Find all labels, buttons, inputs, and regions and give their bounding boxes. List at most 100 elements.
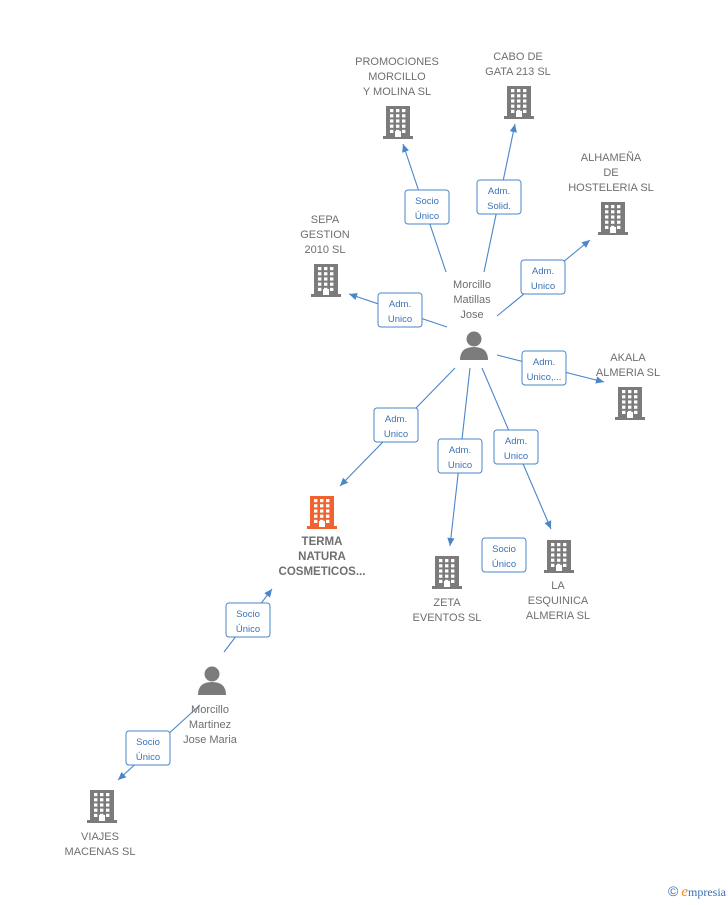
building-icon	[504, 86, 534, 119]
edge-label-box	[437, 438, 483, 474]
edge-jose-terma[interactable]: Adm. Unico	[339, 367, 456, 487]
arrow-head	[595, 376, 604, 384]
edge-jose-zeta[interactable]: Adm.Unico	[437, 367, 483, 547]
edge-label-text: Socio	[136, 737, 160, 748]
edge-label-box	[373, 407, 419, 443]
edge-label-text: Unico	[388, 314, 412, 325]
copyright-icon: ©	[668, 883, 679, 899]
building-icon	[432, 556, 462, 589]
edge-jose-esquinica[interactable]: Adm. Unico	[481, 367, 552, 530]
edge-label-text: Unico	[504, 451, 528, 462]
building-icon	[544, 540, 574, 573]
node-label: Morcillo	[191, 704, 229, 716]
node-label: ESQUINICA	[528, 595, 589, 607]
node-label: LA	[551, 580, 565, 592]
edge-label-box	[481, 537, 527, 573]
node-label: TERMA	[302, 536, 343, 548]
node-alhamena[interactable]: ALHAMEÑA DE HOSTELERIA SL	[568, 151, 654, 235]
edge-label-text: Adm.	[488, 186, 510, 197]
arrow-head	[402, 144, 409, 153]
edge-label-box	[225, 602, 271, 638]
node-label: NATURA	[298, 551, 346, 563]
node-akala[interactable]: AKALA ALMERIA SL	[596, 352, 660, 420]
edge-label-text: Unico	[384, 429, 408, 440]
node-promociones[interactable]: PROMOCIONES MORCILLO Y MOLINA SL	[355, 56, 439, 139]
edge-label-box	[520, 259, 566, 295]
edge-label-text: Socio	[415, 196, 439, 207]
node-label: MORCILLO	[368, 71, 426, 83]
node-cabo[interactable]: CABO DE GATA 213 SL	[485, 51, 551, 119]
node-label: Y MOLINA SL	[363, 86, 431, 98]
arrow-head	[340, 477, 349, 486]
node-esquinica[interactable]: LA ESQUINICA ALMERIA SL	[526, 540, 590, 622]
edge-label-text: Socio	[492, 544, 516, 555]
node-label: ALMERIA SL	[596, 367, 660, 379]
edge-label-text: Adm.	[389, 299, 411, 310]
edge-jose-cabo[interactable]: Adm. Solid.	[476, 123, 522, 273]
arrow-head	[118, 771, 127, 780]
node-label: ALMERIA SL	[526, 610, 590, 622]
node-label: DE	[603, 167, 618, 179]
node-sepa[interactable]: SEPA GESTION 2010 SL	[300, 214, 350, 297]
node-label: GESTION	[300, 229, 350, 241]
edge-label-box	[476, 179, 522, 215]
edge-label-text: Unico,...	[527, 372, 562, 383]
node-label: Matillas	[453, 294, 491, 306]
edge-label-text: Adm.	[385, 414, 407, 425]
edge-jose-alhamena[interactable]: Adm. Unico	[496, 239, 591, 317]
node-label: Martinez	[189, 719, 231, 731]
node-label: HOSTELERIA SL	[568, 182, 654, 194]
node-label: 2010 SL	[305, 244, 346, 256]
node-label: CABO DE	[493, 51, 543, 63]
brand-name: mpresia	[688, 885, 726, 899]
node-label: ZETA	[433, 597, 461, 609]
building-icon	[615, 387, 645, 420]
edge-jose-akala[interactable]: Adm.Unico,...	[496, 350, 605, 386]
edge-label-text: Adm.	[505, 436, 527, 447]
edge-label-text: Unico	[531, 281, 555, 292]
node-label: EVENTOS SL	[413, 612, 482, 624]
edge-label-text: Solid.	[487, 201, 511, 212]
node-label: ALHAMEÑA	[581, 151, 642, 164]
edge-label-box	[493, 429, 539, 465]
edge-label-box	[377, 292, 423, 328]
edge-label-text: Adm.	[532, 266, 554, 277]
node-label: Jose Maria	[183, 734, 238, 746]
node-label: GATA 213 SL	[485, 66, 551, 78]
edges-layer: SocioÚnicoAdm.Solid.Adm.UnicoAdm.UnicoAd…	[117, 123, 605, 781]
edge-label-text: Socio	[236, 609, 260, 620]
node-label: COSMETICOS...	[279, 566, 366, 578]
person-icon	[460, 331, 488, 360]
node-zeta[interactable]: ZETA EVENTOS SL	[413, 556, 482, 624]
edge-label-text: Único	[492, 559, 516, 570]
edge-label-text: Adm.	[449, 445, 471, 456]
arrow-head	[509, 124, 517, 133]
building-icon	[87, 790, 117, 823]
edge-label-box	[125, 730, 171, 766]
node-terma[interactable]: TERMA NATURA COSMETICOS...	[279, 496, 366, 578]
building-icon	[383, 106, 413, 139]
arrow-head	[264, 589, 272, 598]
edge-label-box	[521, 350, 567, 386]
node-label: AKALA	[610, 352, 646, 364]
node-label: Morcillo	[453, 279, 491, 291]
edge-label-text: Único	[136, 752, 160, 763]
edge-label-text: Único	[236, 624, 260, 635]
building-icon	[307, 496, 337, 529]
arrow-head	[581, 240, 590, 248]
edge-jose-sepa[interactable]: Adm. Unico	[348, 292, 448, 328]
arrow-head	[544, 520, 552, 529]
building-icon	[598, 202, 628, 235]
node-label: PROMOCIONES	[355, 56, 439, 68]
arrow-head	[447, 537, 455, 546]
empresia-logo[interactable]: © empresia	[668, 883, 726, 901]
node-label: SEPA	[311, 214, 340, 226]
